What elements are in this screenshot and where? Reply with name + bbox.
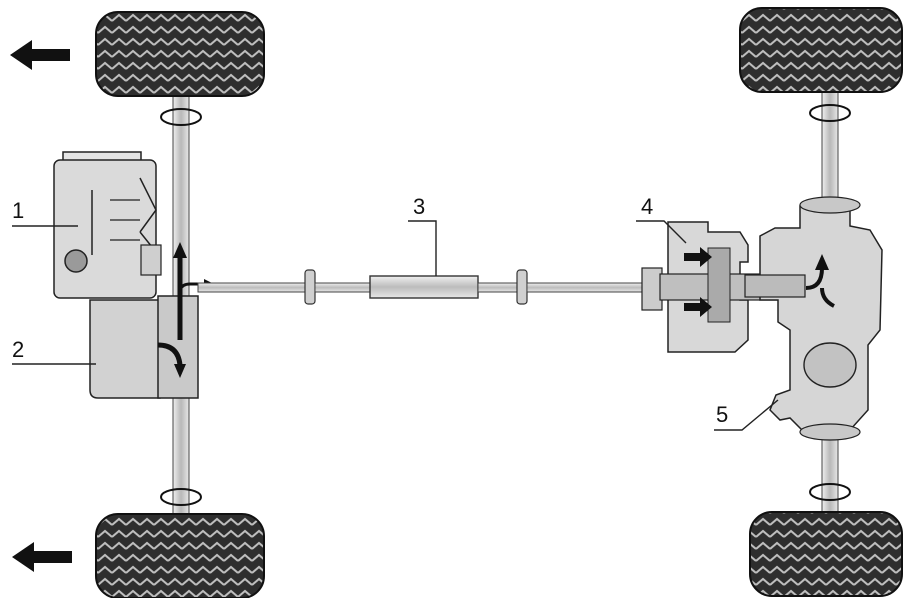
svg-text:2: 2 bbox=[12, 337, 24, 362]
svg-text:4: 4 bbox=[641, 194, 653, 219]
callout-1: 1 bbox=[12, 198, 78, 227]
wheel-rear-right bbox=[749, 511, 903, 597]
propeller-shaft bbox=[197, 269, 643, 305]
transfer-coupling bbox=[641, 221, 791, 353]
rear-differential bbox=[744, 196, 883, 441]
wheel-front-right bbox=[95, 513, 265, 598]
callout-5: 5 bbox=[714, 399, 779, 431]
direction-arrow-top bbox=[10, 40, 70, 70]
direction-arrow-bottom bbox=[12, 542, 72, 572]
rotation-marker bbox=[160, 104, 851, 506]
power-flow-arrow-front bbox=[157, 242, 214, 378]
power-flow-arrow-upper bbox=[684, 247, 712, 267]
wheel-rear-left bbox=[739, 7, 903, 93]
power-flow-arrow-lower bbox=[684, 297, 712, 317]
callout-3: 3 bbox=[408, 194, 437, 276]
svg-text:5: 5 bbox=[716, 402, 728, 427]
power-flow-arrow-rear bbox=[805, 267, 835, 308]
engine bbox=[53, 151, 162, 299]
callout-4: 4 bbox=[636, 194, 687, 244]
svg-text:3: 3 bbox=[413, 194, 425, 219]
svg-text:1: 1 bbox=[12, 198, 24, 223]
callout-2: 2 bbox=[12, 337, 96, 365]
wheel-front-left bbox=[95, 11, 265, 97]
